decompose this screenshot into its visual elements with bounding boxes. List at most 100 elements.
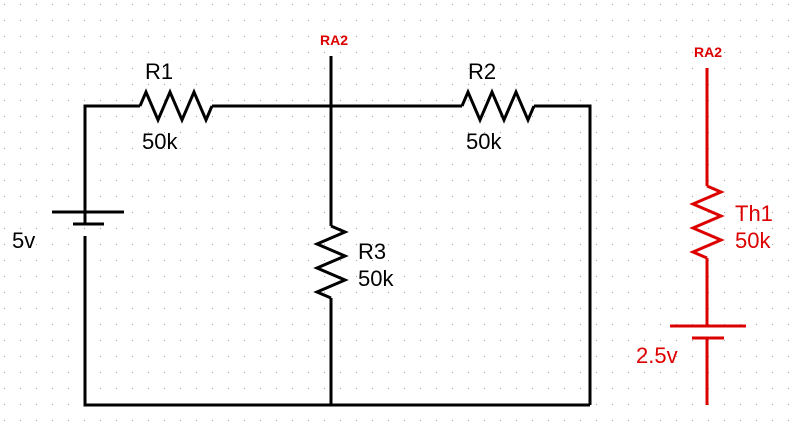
grid-dot	[420, 52, 421, 53]
grid-dot	[468, 260, 469, 261]
grid-dot	[628, 292, 629, 293]
grid-dot	[644, 100, 645, 101]
grid-dot	[436, 372, 437, 373]
grid-dot	[676, 340, 677, 341]
grid-dot	[36, 276, 37, 277]
grid-dot	[532, 372, 533, 373]
grid-dot	[356, 84, 357, 85]
grid-dot	[676, 148, 677, 149]
grid-dot	[324, 164, 325, 165]
grid-dot	[580, 100, 581, 101]
grid-dot	[196, 116, 197, 117]
grid-dot	[660, 276, 661, 277]
grid-dot	[420, 132, 421, 133]
grid-dot	[660, 420, 661, 421]
grid-dot	[548, 340, 549, 341]
grid-dot	[484, 52, 485, 53]
grid-dot	[180, 52, 181, 53]
grid-dot	[20, 164, 21, 165]
grid-dot	[500, 68, 501, 69]
grid-dot	[180, 228, 181, 229]
grid-dot	[484, 292, 485, 293]
grid-dot	[756, 116, 757, 117]
grid-dot	[660, 372, 661, 373]
grid-dot	[244, 276, 245, 277]
grid-dot	[372, 276, 373, 277]
grid-dot	[628, 372, 629, 373]
grid-dot	[356, 228, 357, 229]
grid-dot	[484, 100, 485, 101]
grid-dot	[36, 68, 37, 69]
grid-dot	[532, 276, 533, 277]
grid-dot	[548, 36, 549, 37]
grid-dot	[340, 84, 341, 85]
grid-dot	[196, 244, 197, 245]
grid-dot	[788, 164, 789, 165]
grid-dot	[244, 292, 245, 293]
grid-dot	[372, 244, 373, 245]
grid-dot	[132, 260, 133, 261]
grid-dot	[436, 388, 437, 389]
grid-dot	[260, 52, 261, 53]
grid-dot	[276, 4, 277, 5]
grid-dot	[4, 52, 5, 53]
grid-dot	[740, 68, 741, 69]
grid-dot	[388, 308, 389, 309]
grid-dot	[308, 420, 309, 421]
grid-dot	[388, 212, 389, 213]
grid-dot	[580, 196, 581, 197]
grid-dot	[324, 68, 325, 69]
grid-dot	[548, 164, 549, 165]
grid-dot	[196, 420, 197, 421]
grid-dot	[788, 212, 789, 213]
grid-dot	[308, 228, 309, 229]
grid-dot	[276, 84, 277, 85]
grid-dot	[340, 372, 341, 373]
grid-dot	[516, 372, 517, 373]
grid-dot	[116, 340, 117, 341]
grid-dot	[532, 228, 533, 229]
grid-dot	[692, 4, 693, 5]
grid-dot	[452, 148, 453, 149]
grid-dot	[132, 84, 133, 85]
grid-dot	[644, 212, 645, 213]
grid-dot	[260, 292, 261, 293]
grid-dot	[276, 324, 277, 325]
wire-top-right	[534, 104, 592, 405]
grid-dot	[36, 404, 37, 405]
grid-dot	[244, 212, 245, 213]
grid-dot	[420, 228, 421, 229]
grid-dot	[292, 276, 293, 277]
grid-dot	[20, 244, 21, 245]
grid-dot	[164, 244, 165, 245]
grid-dot	[548, 100, 549, 101]
grid-dot	[308, 196, 309, 197]
grid-dot	[36, 388, 37, 389]
grid-dot	[484, 388, 485, 389]
grid-dot	[596, 356, 597, 357]
grid-dot	[564, 180, 565, 181]
grid-dot	[644, 164, 645, 165]
grid-dot	[100, 244, 101, 245]
grid-dot	[596, 20, 597, 21]
grid-dot	[628, 36, 629, 37]
grid-dot	[468, 100, 469, 101]
grid-dot	[148, 4, 149, 5]
grid-dot	[4, 244, 5, 245]
grid-dot	[500, 100, 501, 101]
grid-dot	[68, 244, 69, 245]
grid-dot	[276, 308, 277, 309]
grid-dot	[260, 420, 261, 421]
grid-dot	[516, 388, 517, 389]
grid-dot	[468, 52, 469, 53]
grid-dot	[708, 228, 709, 229]
grid-dot	[276, 132, 277, 133]
grid-dot	[420, 292, 421, 293]
grid-dot	[372, 356, 373, 357]
grid-dot	[180, 260, 181, 261]
grid-dot	[164, 4, 165, 5]
grid-dot	[772, 164, 773, 165]
grid-dot	[356, 260, 357, 261]
grid-dot	[500, 52, 501, 53]
grid-dot	[68, 36, 69, 37]
